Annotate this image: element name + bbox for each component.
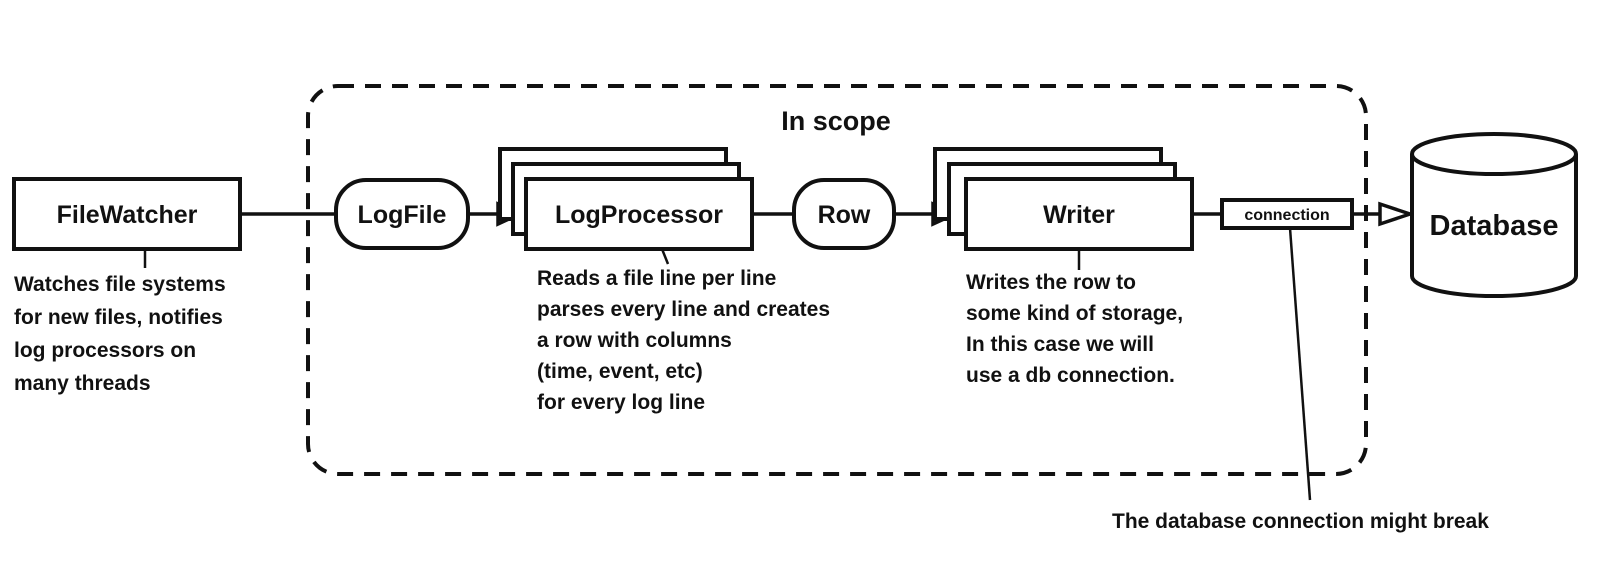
logfile-label: LogFile <box>358 201 447 229</box>
writer-label: Writer <box>1043 201 1115 229</box>
logprocessor-note-line: a row with columns <box>537 329 732 352</box>
writer-note-line: Writes the row to <box>966 271 1136 294</box>
logprocessor-label: LogProcessor <box>555 201 723 229</box>
row-node: Row <box>792 178 896 250</box>
logprocessor-note-pointer <box>660 248 670 265</box>
scope-boundary <box>306 84 1368 476</box>
writer-node: Writer <box>933 147 1194 251</box>
logprocessor-stack-front <box>524 177 754 251</box>
logprocessor-note-line: parses every line and creates <box>537 298 830 321</box>
connection-note-pointer <box>1288 227 1312 501</box>
logprocessor-note: Reads a file line per line parses every … <box>537 267 830 414</box>
logprocessor-note-line: for every log line <box>537 391 705 414</box>
database-label: Database <box>1430 210 1559 242</box>
filewatcher-note-line: Watches file systems <box>14 273 226 296</box>
filewatcher-note-line: for new files, notifies <box>14 306 223 329</box>
database-cylinder-top <box>1410 132 1578 176</box>
writer-note-line: use a db connection. <box>966 364 1175 387</box>
arrowhead-database <box>1378 201 1416 227</box>
logfile-node: LogFile <box>334 178 470 250</box>
logprocessor-node: LogProcessor <box>498 147 754 251</box>
writer-note-line: some kind of storage, <box>966 302 1183 325</box>
logprocessor-note-line: Reads a file line per line <box>537 267 776 290</box>
filewatcher-note-line: log processors on <box>14 339 196 362</box>
scope-title: In scope <box>781 106 891 136</box>
row-label: Row <box>818 201 871 229</box>
connection-node: connection <box>1220 198 1354 230</box>
writer-stack-front <box>964 177 1194 251</box>
filewatcher-note: Watches file systems for new files, noti… <box>14 273 226 395</box>
filewatcher-node: FileWatcher <box>12 177 242 251</box>
writer-note: Writes the row to some kind of storage, … <box>966 271 1183 387</box>
filewatcher-note-line: many threads <box>14 372 151 395</box>
logprocessor-note-line: (time, event, etc) <box>537 360 703 383</box>
connection-note: The database connection might break <box>1112 510 1489 533</box>
connection-label: connection <box>1244 207 1329 224</box>
database-cylinder-body <box>1410 154 1578 298</box>
database-node: Database <box>1410 132 1578 298</box>
writer-note-line: In this case we will <box>966 333 1154 356</box>
filewatcher-label: FileWatcher <box>57 201 198 229</box>
